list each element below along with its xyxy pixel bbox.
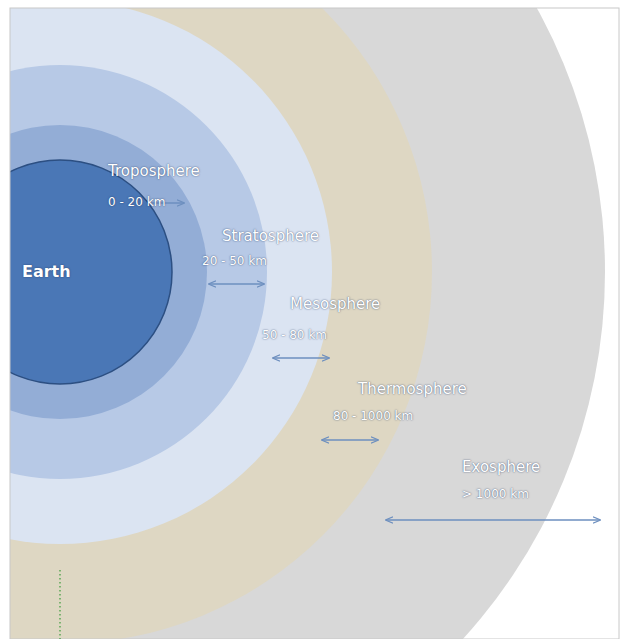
dotted-guide	[59, 570, 60, 639]
dimension-arrow	[209, 283, 264, 284]
exosphere-band	[10, 8, 605, 639]
mesosphere-band	[10, 8, 332, 544]
earth-disc	[10, 160, 172, 384]
layer-name: Mesosphere	[290, 295, 380, 313]
layer-name: Exosphere	[462, 458, 540, 476]
layer-name: Earth	[22, 262, 71, 281]
altitude-range: 20 - 50 km	[202, 254, 267, 268]
altitude-range: 80 - 1000 km	[333, 409, 413, 423]
altitude-range: 50 - 80 km	[262, 328, 327, 342]
altitude-range: > 1000 km	[462, 487, 529, 501]
stratosphere-band	[10, 65, 267, 479]
layer-name: Troposphere	[108, 162, 200, 180]
thermosphere-band	[10, 8, 432, 639]
altitude-range: 0 - 20 km	[108, 195, 165, 209]
dimension-arrow	[386, 519, 600, 520]
dimension-arrow	[322, 439, 378, 440]
layer-name: Thermosphere	[358, 380, 467, 398]
panel-frame	[10, 8, 619, 639]
dimension-arrow	[273, 357, 329, 358]
troposphere-band	[10, 125, 207, 419]
layer-name: Stratosphere	[222, 227, 319, 245]
